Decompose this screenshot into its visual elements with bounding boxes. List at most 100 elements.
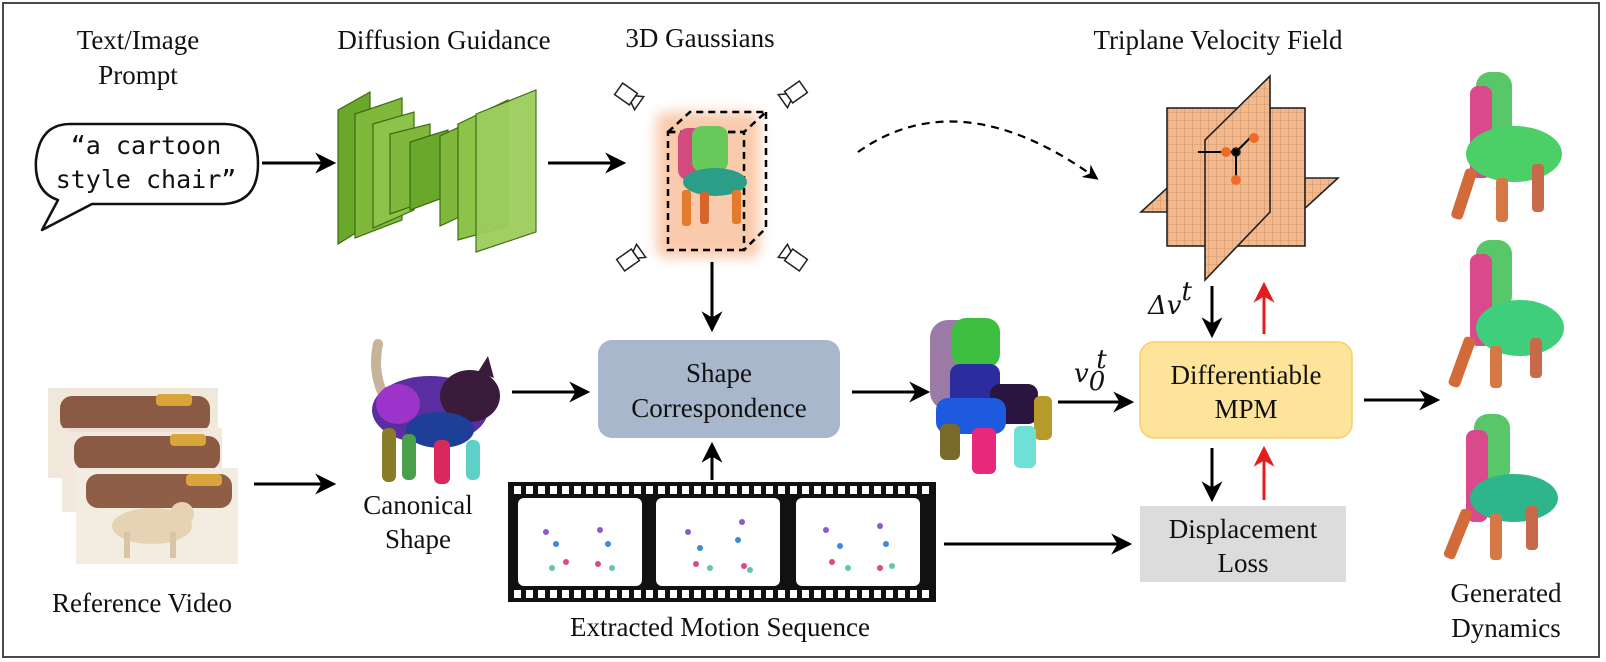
film-sprocket-hole (550, 486, 557, 494)
film-sprocket-hole (646, 590, 653, 598)
film-sprocket-hole (574, 590, 581, 598)
film-sprocket-hole (586, 590, 593, 598)
film-sprocket-hole (766, 590, 773, 598)
film-sprocket-hole (634, 590, 641, 598)
film-sprocket-hole (862, 486, 869, 494)
label-generated: Generated (1451, 578, 1562, 608)
film-sprocket-hole (598, 590, 605, 598)
film-sprocket-hole (874, 590, 881, 598)
v0-label: v0t (1074, 345, 1107, 397)
triplane-velocity-field-icon (1138, 74, 1341, 282)
generated-chair-frame-3 (1443, 414, 1558, 560)
label-canonical: Canonical (363, 490, 472, 520)
film-sprocket-hole (658, 590, 665, 598)
film-sprocket-hole (910, 486, 917, 494)
differentiable-mpm-box: Differentiable MPM (1139, 341, 1353, 439)
film-sprocket-hole (670, 486, 677, 494)
shape-correspondence-text-2: Correspondence (631, 393, 806, 423)
film-sprocket-hole (802, 486, 809, 494)
film-sprocket-hole (634, 486, 641, 494)
film-sprocket-hole (610, 590, 617, 598)
film-sprocket-hole (538, 486, 545, 494)
film-sprocket-hole (562, 590, 569, 598)
delta-v-label: Δvt (1147, 277, 1192, 321)
generated-chair-frame-1 (1451, 72, 1562, 222)
label-prompt: Prompt (98, 60, 178, 90)
film-sprocket-hole (814, 486, 821, 494)
film-sprocket-hole (694, 486, 701, 494)
film-sprocket-hole (826, 486, 833, 494)
film-sprocket-hole (742, 486, 749, 494)
shape-correspondence-text-1: Shape (686, 358, 752, 388)
arrow-gaussians-to-triplane (857, 120, 1099, 180)
film-sprocket-hole (742, 590, 749, 598)
film-sprocket-hole (850, 590, 857, 598)
generated-chair-frame-2 (1448, 240, 1564, 388)
film-sprocket-hole (922, 590, 929, 598)
film-sprocket-hole (910, 590, 917, 598)
film-sprocket-hole (826, 590, 833, 598)
film-sprocket-hole (622, 486, 629, 494)
film-sprocket-hole (550, 590, 557, 598)
film-sprocket-hole (682, 590, 689, 598)
label-3d-gaussians: 3D Gaussians (625, 23, 774, 53)
film-sprocket-hole (862, 590, 869, 598)
gaussians-chair-icon (656, 110, 770, 258)
prompt-speech-bubble: “a cartoon style chair” (34, 122, 260, 232)
canonical-shape-cat (371, 339, 500, 484)
film-sprocket-hole (730, 486, 737, 494)
film-sprocket-hole (922, 486, 929, 494)
film-sprocket-hole (718, 486, 725, 494)
film-sprocket-hole (898, 486, 905, 494)
film-sprocket-hole (766, 486, 773, 494)
film-sprocket-hole (886, 590, 893, 598)
differentiable-mpm-text-1: Differentiable (1171, 360, 1322, 390)
label-text-image-prompt: Text/Image (77, 25, 200, 55)
prompt-text-line2: style chair” (56, 165, 237, 194)
film-sprocket-hole (670, 590, 677, 598)
film-sprocket-hole (838, 486, 845, 494)
film-sprocket-hole (574, 486, 581, 494)
film-sprocket-hole (514, 590, 521, 598)
film-sprocket-hole (802, 590, 809, 598)
film-sprocket-hole (694, 590, 701, 598)
film-sprocket-hole (526, 486, 533, 494)
film-sprocket-hole (778, 486, 785, 494)
camera-icon (613, 80, 809, 272)
film-sprocket-hole (706, 486, 713, 494)
film-sprocket-hole (778, 590, 785, 598)
differentiable-mpm-text-2: MPM (1214, 394, 1277, 424)
film-sprocket-hole (886, 486, 893, 494)
film-sprocket-hole (754, 590, 761, 598)
film-sprocket-hole (718, 590, 725, 598)
displacement-loss-text-2: Loss (1217, 548, 1268, 578)
label-shape: Shape (385, 524, 451, 554)
film-sprocket-hole (814, 590, 821, 598)
film-sprocket-hole (658, 486, 665, 494)
shape-correspondence-box: Shape Correspondence (598, 340, 840, 438)
film-sprocket-hole (682, 486, 689, 494)
film-sprocket-hole (874, 486, 881, 494)
film-sprocket-hole (562, 486, 569, 494)
label-triplane-velocity-field: Triplane Velocity Field (1094, 25, 1343, 55)
diffusion-network-icon (337, 89, 537, 253)
prompt-text-line1: “a cartoon (71, 131, 222, 160)
label-extracted-motion-sequence: Extracted Motion Sequence (570, 612, 870, 642)
film-sprocket-hole (622, 590, 629, 598)
film-sprocket-hole (514, 486, 521, 494)
displacement-loss-box: Displacement Loss (1140, 506, 1346, 582)
film-sprocket-hole (730, 590, 737, 598)
label-diffusion-guidance: Diffusion Guidance (337, 25, 550, 55)
film-sprocket-hole (790, 590, 797, 598)
segmented-chair (930, 318, 1052, 474)
film-sprocket-hole (790, 486, 797, 494)
reference-video-thumbnail (48, 388, 238, 564)
film-sprocket-hole (754, 486, 761, 494)
film-sprocket-hole (526, 590, 533, 598)
motion-film-strip (508, 482, 936, 602)
film-sprocket-hole (850, 486, 857, 494)
film-sprocket-hole (538, 590, 545, 598)
label-reference-video: Reference Video (52, 588, 232, 618)
film-sprocket-hole (598, 486, 605, 494)
